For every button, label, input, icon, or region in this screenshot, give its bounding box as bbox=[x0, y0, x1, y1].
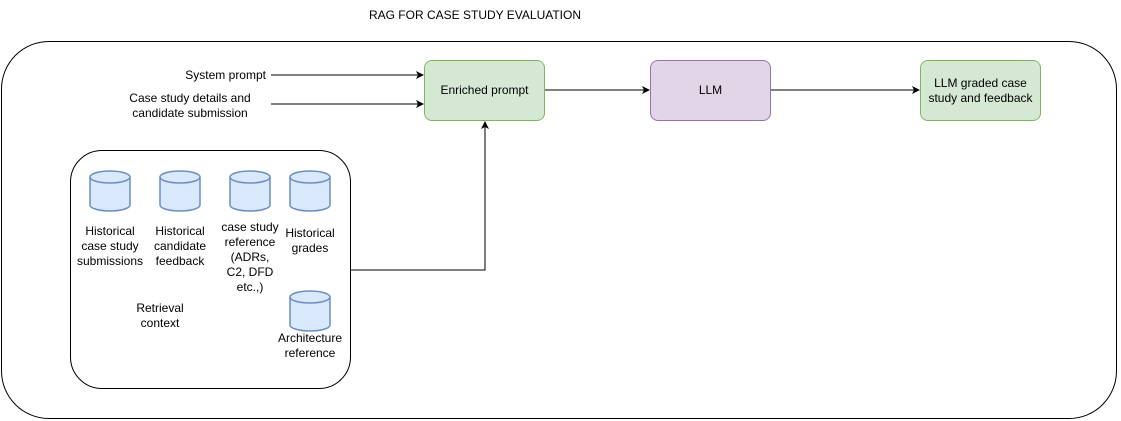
db-label-architecture-reference: Architecture reference bbox=[270, 331, 350, 361]
db-label-line: candidate bbox=[153, 239, 207, 253]
enriched-prompt-node: Enriched prompt bbox=[424, 60, 545, 121]
db-label-line: C2, DFD bbox=[226, 265, 274, 279]
database-icon-historical-submissions bbox=[89, 170, 131, 212]
database-icon-candidate-feedback bbox=[159, 170, 201, 212]
llm-output-line1: LLM graded case bbox=[934, 75, 1027, 90]
db-label-historical-grades: Historical grades bbox=[275, 226, 345, 256]
case-study-label: Case study details and candidate submiss… bbox=[120, 91, 260, 121]
db-label-line: submissions bbox=[76, 254, 144, 268]
db-label-line: Historical bbox=[85, 224, 135, 238]
db-label-line: etc.,) bbox=[236, 280, 264, 294]
retrieval-context-line1: Retrieval bbox=[136, 301, 184, 315]
edge-retrieval-to-enriched bbox=[351, 121, 489, 271]
database-icon-architecture-reference bbox=[289, 290, 331, 332]
llm-output-node: LLM graded case study and feedback bbox=[920, 60, 1041, 121]
db-label-line: reference bbox=[224, 235, 276, 249]
enriched-prompt-text: Enriched prompt bbox=[440, 83, 529, 97]
system-prompt-label: System prompt bbox=[185, 68, 266, 82]
db-label-candidate-feedback: Historical candidate feedback bbox=[145, 224, 215, 269]
retrieval-context-line2: context bbox=[140, 316, 180, 330]
llm-output-line2: study and feedback bbox=[928, 90, 1033, 105]
case-study-label-line2: candidate submission bbox=[132, 106, 248, 120]
db-label-case-study-reference: case study reference (ADRs, C2, DFD etc.… bbox=[215, 220, 285, 295]
outer-container bbox=[1, 41, 1117, 419]
db-label-line: case study bbox=[221, 220, 279, 234]
db-label-line: Historical bbox=[285, 226, 335, 240]
database-icon-case-study-reference bbox=[229, 170, 271, 212]
diagram-title: RAG FOR CASE STUDY EVALUATION bbox=[368, 8, 582, 22]
db-label-line: Historical bbox=[155, 224, 205, 238]
database-icon-historical-grades bbox=[289, 170, 331, 212]
db-label-historical-submissions: Historical case study submissions bbox=[75, 224, 145, 269]
db-label-line: reference bbox=[284, 346, 336, 360]
llm-node: LLM bbox=[650, 60, 771, 121]
db-label-line: case study bbox=[81, 239, 139, 253]
db-label-line: (ADRs, bbox=[230, 250, 270, 264]
db-label-line: feedback bbox=[155, 254, 205, 268]
llm-text: LLM bbox=[698, 83, 723, 97]
retrieval-context-label: Retrieval context bbox=[120, 301, 200, 331]
db-label-line: Architecture bbox=[277, 331, 343, 345]
db-label-line: grades bbox=[291, 241, 329, 255]
case-study-label-line1: Case study details and bbox=[129, 91, 251, 105]
